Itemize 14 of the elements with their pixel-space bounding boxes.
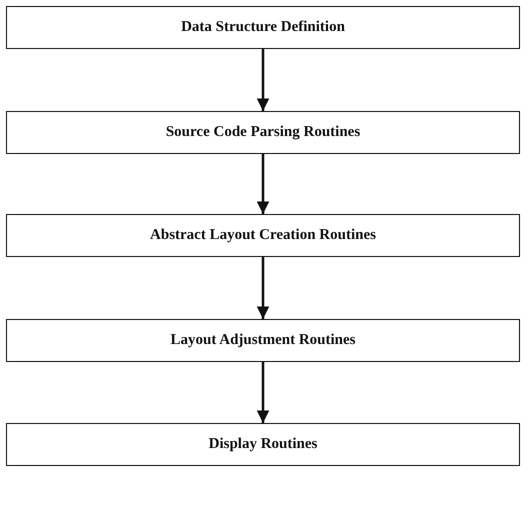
- process-box: [6, 319, 520, 362]
- arrow: [256, 257, 270, 319]
- box-label: Data Structure Definition: [181, 19, 345, 36]
- arrow: [256, 154, 270, 214]
- box-label: Abstract Layout Creation Routines: [150, 227, 376, 244]
- process-box: [6, 6, 520, 49]
- process-box: [6, 214, 520, 257]
- process-box: [6, 423, 520, 466]
- arrow: [256, 362, 270, 423]
- box-label: Layout Adjustment Routines: [170, 332, 356, 349]
- arrow: [256, 49, 270, 111]
- box-label: Display Routines: [208, 436, 318, 453]
- box-label: Source Code Parsing Routines: [166, 124, 360, 141]
- process-box: [6, 111, 520, 154]
